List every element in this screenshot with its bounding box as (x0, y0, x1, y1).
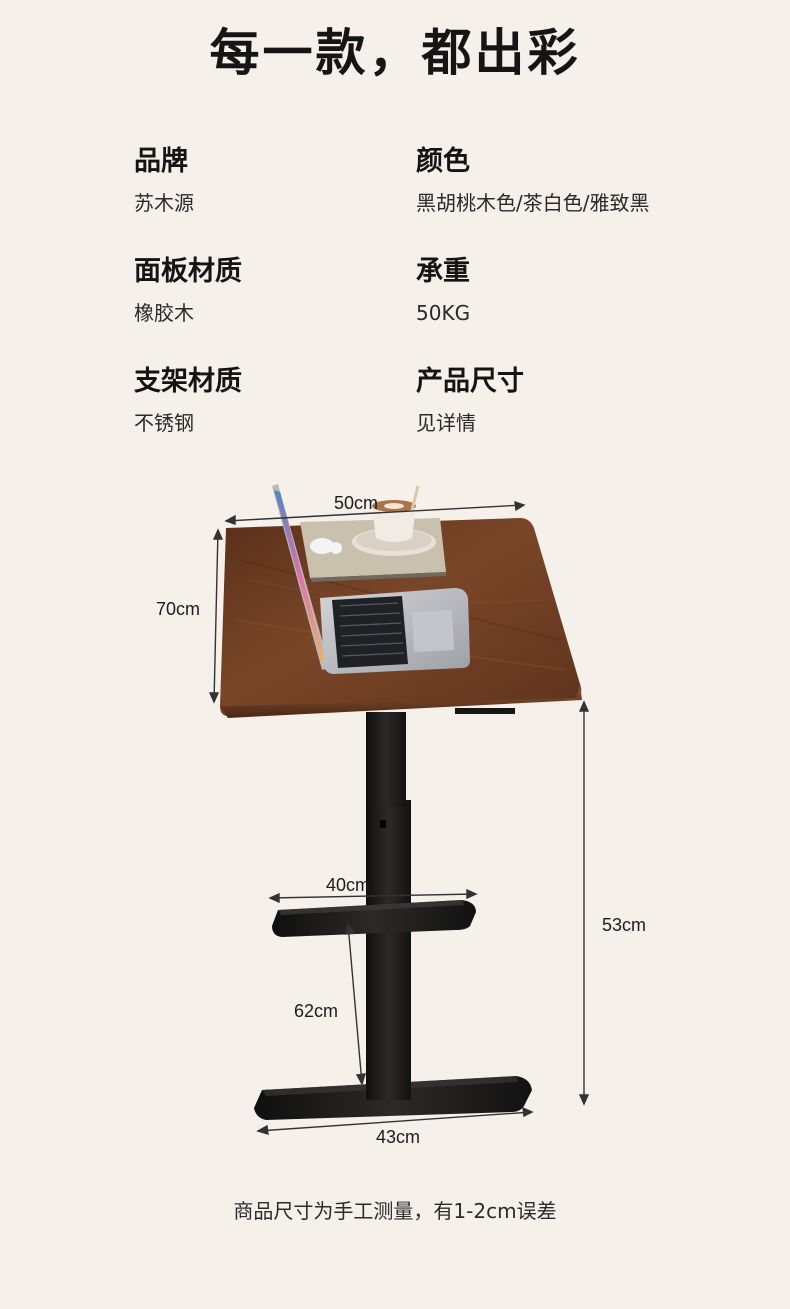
spec-frame-material: 支架材质 不锈钢 (134, 362, 434, 438)
spec-label: 颜色 (416, 146, 470, 177)
spec-label: 品牌 (134, 146, 188, 177)
dimension-top-width: 50cm (334, 493, 379, 513)
spec-value: 苏木源 (134, 191, 194, 215)
page-title: 每一款，都出彩 (209, 24, 581, 82)
spec-value: 不锈钢 (134, 411, 194, 435)
spec-value: 50KG (416, 301, 471, 325)
coffee-cup (352, 485, 436, 556)
spec-label: 支架材质 (134, 366, 242, 397)
spec-value: 黑胡桃木色/茶白色/雅致黑 (416, 191, 650, 215)
upper-foot-bar (272, 900, 476, 937)
spec-value: 橡胶木 (134, 301, 194, 325)
dimension-upper-foot-width: 40cm (326, 875, 371, 895)
dimension-top-depth: 70cm (156, 599, 201, 619)
dimension-base-width: 43cm (376, 1127, 421, 1147)
spec-load-capacity: 承重 50KG (416, 252, 716, 328)
measurement-note: 商品尺寸为手工测量，有1-2cm误差 (233, 1199, 557, 1223)
dimension-base-height: 62cm (294, 1001, 339, 1021)
spec-value: 见详情 (416, 411, 476, 435)
earbuds-case (310, 538, 342, 554)
desk-product-illustration (208, 484, 590, 1135)
spec-panel-material: 面板材质 橡胶木 (134, 252, 434, 328)
laptop (272, 484, 470, 674)
spec-label: 产品尺寸 (416, 366, 524, 397)
spec-color: 颜色 黑胡桃木色/茶白色/雅致黑 (416, 142, 716, 218)
dimension-lines (208, 500, 590, 1135)
spec-label: 面板材质 (134, 256, 242, 287)
spec-product-size: 产品尺寸 见详情 (416, 362, 716, 438)
column (366, 712, 411, 1100)
spec-brand: 品牌 苏木源 (134, 142, 434, 218)
dimension-total-height: 53cm (602, 915, 647, 935)
spec-label: 承重 (416, 256, 470, 287)
